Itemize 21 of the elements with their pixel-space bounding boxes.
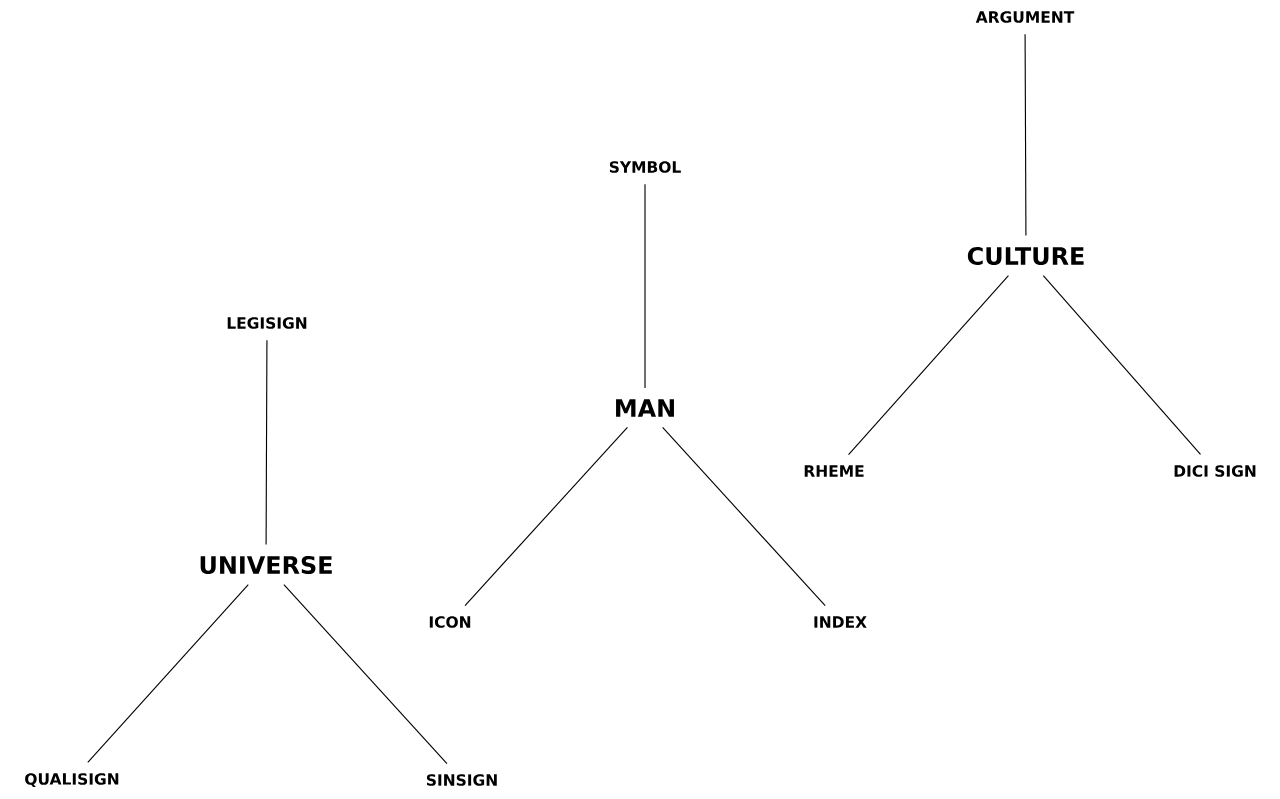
connector-line (1042, 275, 1202, 456)
connector-line (87, 584, 249, 764)
term-label: RHEME (804, 465, 864, 477)
connector-line (662, 426, 826, 607)
term-label: QUALISIGN (25, 773, 119, 787)
connector-line (1024, 33, 1027, 237)
connector-line (464, 426, 628, 607)
connector-line (283, 584, 448, 765)
term-label: ARGUMENT (975, 11, 1075, 23)
heading-label: UNIVERSE (200, 555, 332, 575)
connector-line (848, 275, 1009, 456)
term-label: ICON (429, 616, 471, 628)
heading-label: CULTURE (967, 246, 1084, 266)
term-label: INDEX (814, 616, 867, 628)
connector-line (265, 339, 268, 546)
term-label: SYMBOL (609, 161, 681, 173)
heading-label: MAN (616, 399, 674, 417)
term-label: DICI SIGN (1174, 465, 1256, 477)
term-label: SINSIGN (426, 774, 497, 786)
term-label: LEGISIGN (227, 317, 307, 329)
connector-line (644, 183, 646, 389)
